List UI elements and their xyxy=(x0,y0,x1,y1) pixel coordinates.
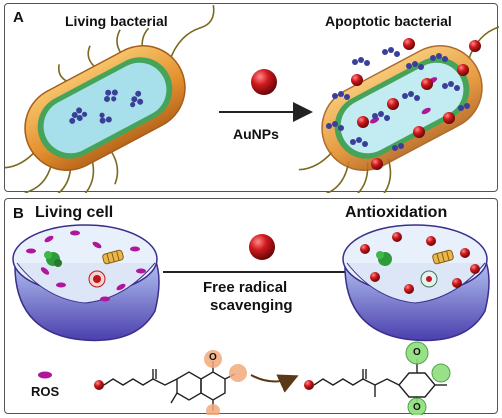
molecule-right xyxy=(304,359,447,409)
living-bacterium xyxy=(5,4,215,193)
living-cell-title: Living cell xyxy=(35,204,114,221)
conversion-arrow xyxy=(250,374,299,393)
living-cell xyxy=(12,224,160,342)
green-highlights xyxy=(405,341,451,415)
panel-a-tag: A xyxy=(13,9,24,26)
gold-nanoparticle-b xyxy=(249,234,275,260)
panel-b: B Living cell Antioxidation Free radical… xyxy=(4,198,498,415)
molecule-left xyxy=(94,361,236,411)
antioxidation-cell xyxy=(342,224,490,342)
panel-a: A Living bacterial Apoptotic bacterial A… xyxy=(4,3,499,193)
bound-nanoparticles xyxy=(351,38,481,170)
oxygen-right-bottom: O xyxy=(413,402,421,413)
dna-clusters xyxy=(69,89,144,124)
oxygen-left: O xyxy=(209,352,217,363)
flagella xyxy=(5,4,215,193)
gold-nanoparticle xyxy=(251,69,277,95)
panel-a-graphics xyxy=(5,4,499,193)
antioxidation-title: Antioxidation xyxy=(345,204,448,221)
scavenging-label: scavenging xyxy=(210,297,293,314)
panel-b-tag: B xyxy=(13,205,24,222)
apoptotic-bacterial-title: Apoptotic bacterial xyxy=(325,13,452,29)
aunps-label: AuNPs xyxy=(233,126,279,142)
free-radical-label: Free radical xyxy=(203,279,288,296)
oxygen-right-top: O xyxy=(413,347,421,358)
orange-highlights xyxy=(204,350,247,415)
ros-legend-mark xyxy=(38,371,52,379)
scattered-dna xyxy=(326,47,470,151)
ros-legend-label: ROS xyxy=(31,384,60,399)
panel-b-graphics xyxy=(12,224,490,415)
living-bacterial-title: Living bacterial xyxy=(65,13,168,29)
